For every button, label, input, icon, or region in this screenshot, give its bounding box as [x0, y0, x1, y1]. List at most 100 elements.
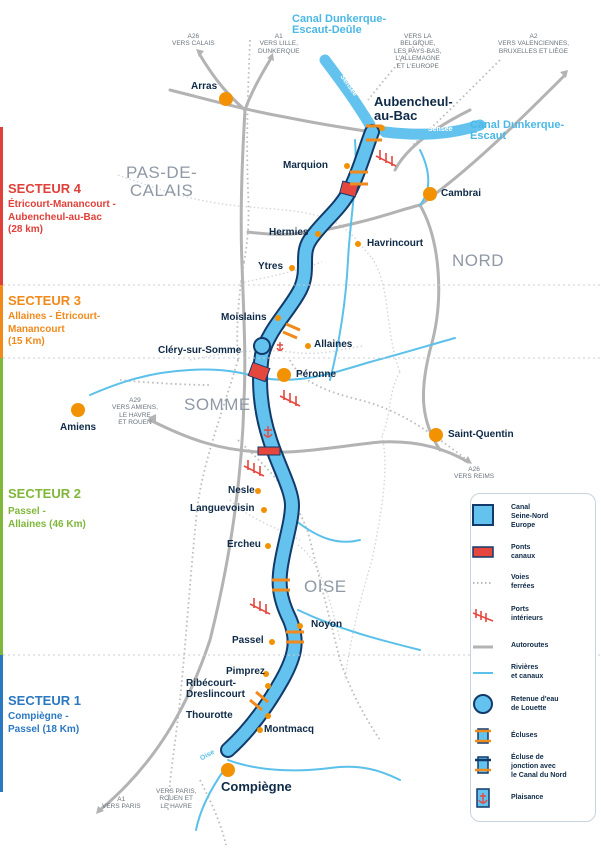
town-compiegne: Compiègne: [221, 779, 292, 794]
legend-motorways-line1: Autoroutes: [511, 642, 549, 649]
road-a1-lille: A1 VERS LILLE, DUNKERQUE: [258, 33, 300, 55]
sector-2-line1: Passel -: [8, 506, 46, 517]
legend-canal-line3: Europe: [511, 521, 536, 529]
legend-rivers-line1: Rivières: [511, 664, 539, 671]
town-saint-quentin: Saint-Quentin: [448, 429, 514, 440]
canal-escaut-line1: Canal Dunkerque-: [470, 119, 565, 131]
road-a26-calais-line1: A26: [187, 33, 200, 40]
sector-3-line3: (15 Km): [8, 336, 45, 347]
town-hermies: Hermies: [269, 227, 309, 238]
sector-3: SECTEUR 3 Allaines - Étricourt- Manancou…: [0, 285, 160, 358]
sector-3-bar: [0, 285, 3, 358]
road-paris-rouen: VERS PARIS, ROUEN ET LE HAVRE: [156, 788, 196, 810]
sector-2-bar: [0, 358, 3, 655]
sector-3-line1: Allaines - Étricourt-: [8, 311, 101, 322]
sector-4: SECTEUR 4 Étricourt-Manancourt - Aubench…: [0, 127, 160, 285]
sector-2-line2: Allaines (46 Km): [8, 518, 86, 530]
legend-junction-line2: jonction avec: [511, 762, 556, 770]
road-belgique: VERS LA BELGIQUE, LES PAYS-BAS, L'ALLEMA…: [394, 33, 441, 70]
legend-locks-line1: Écluses: [511, 732, 538, 739]
legend-item-rivers: Rivières et canaux: [511, 664, 593, 682]
town-noyon: Noyon: [311, 619, 343, 630]
sector-1: SECTEUR 1 Compiègne - Passel (18 Km): [0, 655, 160, 792]
road-a26-reims-line1: A26: [468, 466, 480, 473]
legend-junction-line3: le Canal du Nord: [511, 771, 567, 779]
sector-1-line2: Passel (18 Km): [8, 723, 80, 735]
town-cambrai: Cambrai: [441, 188, 482, 199]
town-montmacq: Montmacq: [264, 724, 314, 735]
canal-bridge-icon: [472, 546, 494, 558]
region-somme: SOMME: [184, 395, 251, 414]
road-paris-rouen-line1: VERS PARIS,: [156, 788, 197, 795]
sector-2-desc: Passel - Allaines (46 Km): [8, 506, 128, 531]
legend-ports-line1: Ports: [511, 606, 529, 613]
road-a29-line4: ET ROUEN: [118, 419, 152, 427]
road-belgique-line4: L'ALLEMAGNE: [395, 55, 441, 63]
road-a2-line2: VERS VALENCIENNES,: [498, 40, 570, 48]
junction-lock-icon: [475, 756, 491, 774]
canal-escaut-label: Canal Dunkerque- Escaut: [470, 120, 564, 142]
sector-3-desc: Allaines - Étricourt- Manancourt (15 Km): [8, 311, 128, 349]
road-a29: A29 VERS AMIENS, LE HAVRE ET ROUEN: [112, 397, 158, 427]
sector-3-title: SECTEUR 3: [8, 293, 81, 308]
town-nesle: Nesle: [228, 485, 255, 496]
road-a1-paris-line1: A1: [117, 796, 126, 803]
legend-reservoir-line2: de Louette: [511, 704, 547, 712]
road-a1-paris-line2: VERS PARIS: [102, 803, 141, 811]
region-nord: NORD: [452, 251, 505, 270]
road-arrows: [96, 49, 568, 814]
inland-ports: [243, 150, 397, 615]
canal-icon: [472, 504, 494, 526]
town-amiens: Amiens: [60, 422, 97, 433]
legend-railways-line1: Voies: [511, 574, 530, 581]
town-arras: Arras: [191, 81, 218, 92]
connecting-canals: [319, 54, 486, 140]
road-a2-line1: A2: [529, 33, 538, 40]
town-passel: Passel: [232, 635, 264, 646]
sector-1-bar: [0, 655, 3, 792]
road-a29-line1: A29: [129, 397, 141, 404]
legend-bridges-line2: canaux: [511, 552, 536, 560]
legend-item-bridges: Ponts canaux: [511, 544, 593, 562]
locks: [249, 124, 382, 712]
legend-item-reservoir: Retenue d'eau de Louette: [511, 696, 593, 714]
sector-1-desc: Compiègne - Passel (18 Km): [8, 711, 128, 736]
road-a29-line3: LE HAVRE: [119, 411, 151, 419]
town-aubencheul-line2: au-Bac: [374, 107, 418, 123]
reservoir-louette: [253, 337, 271, 355]
town-allaines: Allaines: [314, 339, 353, 350]
road-a26-reims: A26 VERS REIMS: [454, 466, 494, 481]
motorway-icon: [473, 645, 493, 649]
legend-marina-line1: Plaisance: [511, 794, 544, 801]
town-ytres: Ytres: [258, 261, 284, 272]
legend-item-locks: Écluses: [511, 732, 593, 741]
road-a1-lille-line1: A1: [274, 33, 283, 40]
legend-item-junction-lock: Écluse de jonction avec le Canal du Nord: [511, 754, 593, 780]
legend-ports-line2: intérieurs: [511, 614, 543, 622]
reservoir-icon: [473, 694, 493, 714]
rivers: [89, 139, 456, 831]
river-label-sensee-2: Sensée: [428, 126, 453, 133]
canal-escaut-line2: Escaut: [470, 130, 507, 142]
legend-item-marina: Plaisance: [511, 794, 593, 803]
river-icon: [473, 672, 493, 674]
road-a1-paris: A1 VERS PARIS: [102, 796, 141, 811]
legend-item-canal: Canal Seine-Nord Europe: [511, 504, 593, 530]
canal-deule-label: Canal Dunkerque- Escaut-Deûle: [292, 14, 386, 36]
town-marquion: Marquion: [283, 160, 328, 171]
region-oise: OISE: [304, 577, 347, 596]
canal-deule-line2: Escaut-Deûle: [292, 24, 362, 36]
sector-4-line1: Étricourt-Manancourt -: [8, 199, 116, 210]
sector-4-line3: (28 km): [8, 224, 44, 235]
legend-item-railways: Voies ferrées: [511, 574, 593, 592]
town-thourotte: Thourotte: [186, 710, 233, 721]
town-clery-sur-somme: Cléry-sur-Somme: [158, 345, 242, 356]
road-a26-calais: A26 VERS CALAIS: [172, 33, 215, 48]
road-a1-lille-line2: VERS LILLE,: [259, 40, 298, 48]
road-a26-calais-line2: VERS CALAIS: [172, 40, 215, 48]
road-a26-reims-line2: VERS REIMS: [454, 473, 495, 481]
town-languevoisin: Languevoisin: [190, 503, 255, 514]
lock-icon: [475, 728, 491, 744]
